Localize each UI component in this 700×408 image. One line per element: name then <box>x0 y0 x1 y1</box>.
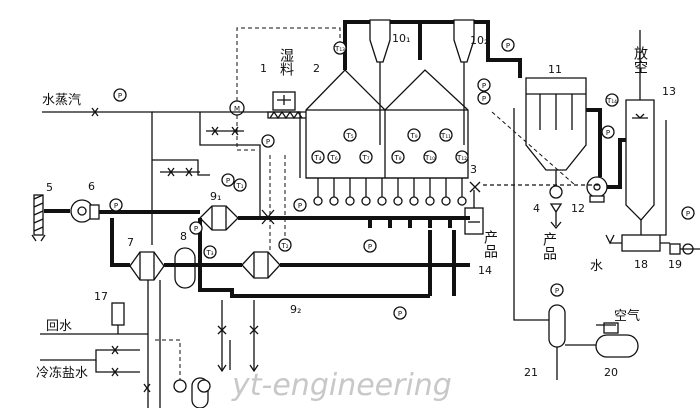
heater-9a <box>199 205 239 231</box>
label-1: 1 <box>260 62 267 75</box>
tank-18 <box>621 220 661 252</box>
svg-text:P: P <box>398 310 402 318</box>
steam-line <box>42 111 153 245</box>
exchanger-7 <box>129 251 165 281</box>
svg-text:T₈: T₈ <box>393 154 401 162</box>
heater-9b <box>241 251 281 279</box>
label-8: 8 <box>180 230 187 243</box>
label-6: 6 <box>88 180 95 193</box>
wet-material-label-1: 湿料 <box>278 48 294 76</box>
blower-6 <box>70 199 100 223</box>
svg-text:T₁₁: T₁₁ <box>440 132 451 140</box>
svg-text:T₉: T₉ <box>409 132 417 140</box>
svg-text:T₁₀: T₁₀ <box>424 154 435 162</box>
pressure-gauge-icons <box>109 38 695 393</box>
temperature-tags <box>203 41 619 259</box>
svg-text:T₁: T₁ <box>235 182 243 190</box>
fan-12 <box>586 176 608 203</box>
label-3: 3 <box>470 163 477 176</box>
svg-text:P: P <box>114 202 118 210</box>
label-11: 11 <box>548 63 562 76</box>
brine-label: 冷冻盐水 <box>36 365 88 381</box>
trap-17 <box>111 302 125 330</box>
air-filter-5 <box>31 194 46 242</box>
label-7: 7 <box>127 236 134 249</box>
steam-label: 水蒸汽 <box>42 93 81 108</box>
air-label: 空气 <box>614 308 640 324</box>
cyclone-10a <box>369 19 391 145</box>
product-b-label: 产品 <box>541 232 557 260</box>
rotary-valve-4 <box>549 170 563 230</box>
product-a-label: 产品 <box>482 230 498 258</box>
compressor-20 <box>595 322 639 358</box>
temperature-tag-labels: T₁ T₂ T₃ T₄ T₅ T₆ T₇ T₈ T₉ T₁₀ T₁₁ T₁₂ T… <box>205 45 617 257</box>
temp-gauge-icon <box>173 379 187 393</box>
scrubber-13 <box>625 70 655 221</box>
svg-text:P: P <box>298 202 302 210</box>
svg-text:P: P <box>266 138 270 146</box>
label-5: 5 <box>46 181 53 194</box>
motor-letter: M <box>234 105 240 113</box>
svg-text:T₁₃: T₁₃ <box>334 45 345 53</box>
svg-text:T₁₂: T₁₂ <box>456 154 467 162</box>
svg-text:T₁₄: T₁₄ <box>606 97 617 105</box>
wet-feeder-1 <box>267 91 308 120</box>
label-21: 21 <box>524 366 538 379</box>
svg-text:T₂: T₂ <box>280 242 288 250</box>
label-13: 13 <box>662 85 676 98</box>
label-19: 19 <box>668 258 682 271</box>
label-9a: 9₁ <box>210 190 221 203</box>
svg-text:P: P <box>606 129 610 137</box>
svg-text:P: P <box>118 92 122 100</box>
label-20: 20 <box>604 366 618 379</box>
svg-text:T₆: T₆ <box>329 154 337 162</box>
svg-text:P: P <box>506 42 510 50</box>
valve-3 <box>469 181 481 193</box>
svg-text:T₃: T₃ <box>205 249 213 257</box>
steam-valve <box>91 107 99 117</box>
label-10a: 10₁ <box>392 32 410 45</box>
label-18: 18 <box>634 258 648 271</box>
svg-text:P: P <box>482 82 486 90</box>
water-label: 水 <box>590 259 603 274</box>
collector-14 <box>464 207 484 235</box>
svg-text:P: P <box>482 95 486 103</box>
dryer-inlet-valves <box>313 178 467 206</box>
label-9b: 9₂ <box>290 303 301 316</box>
label-2: 2 <box>313 62 320 75</box>
label-14: 14 <box>478 264 492 277</box>
svg-text:P: P <box>226 177 230 185</box>
label-12: 12 <box>571 202 585 215</box>
svg-text:T₅: T₅ <box>345 132 353 140</box>
watermark: yt-engineering <box>231 368 452 403</box>
label-4: 4 <box>533 202 540 215</box>
label-10b: 10₂ <box>470 34 488 47</box>
main-line-valve <box>261 209 275 225</box>
svg-text:P: P <box>368 243 372 251</box>
receiver-21 <box>548 304 566 348</box>
svg-text:T₄: T₄ <box>313 154 321 162</box>
label-17: 17 <box>94 290 108 303</box>
svg-text:P: P <box>555 287 559 295</box>
separator-8 <box>174 247 196 289</box>
bag-filter-11 <box>525 77 587 171</box>
svg-text:P: P <box>686 210 690 218</box>
svg-text:P: P <box>194 225 198 233</box>
return-water-label: 回水 <box>46 319 72 334</box>
svg-text:T₇: T₇ <box>361 154 369 162</box>
